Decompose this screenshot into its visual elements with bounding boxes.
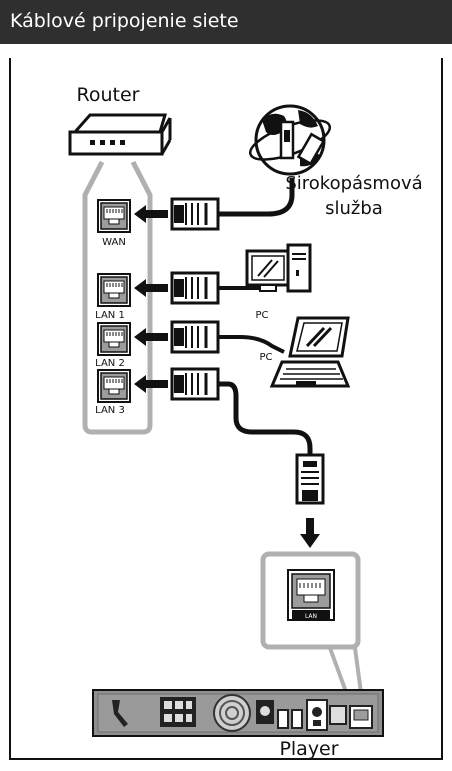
lan-port-icon (97, 273, 131, 307)
player-rear-panel-icon (92, 689, 384, 737)
arrow-icon (134, 375, 168, 393)
arrow-icon (300, 518, 320, 548)
wan-cable (218, 178, 295, 217)
ethernet-plug-icon (170, 197, 220, 231)
diagram-frame (9, 58, 443, 760)
arrow-icon (134, 328, 168, 346)
lan3-label: LAN 3 (95, 405, 125, 416)
wan-port: WAN (97, 199, 131, 248)
broadband-label-line2: služba (325, 198, 383, 219)
player-lan-label: LAN (305, 613, 317, 620)
lan2-label: LAN 2 (95, 358, 125, 369)
broadband-label-line1: Širokopásmová (285, 172, 422, 194)
title-bar: Káblové pripojenie siete (0, 0, 452, 44)
ethernet-plug-icon (170, 271, 220, 305)
pc2-label: PC (259, 352, 272, 363)
wan-label: WAN (102, 237, 126, 248)
lan1-label: LAN 1 (95, 310, 125, 321)
lan3-port: LAN 3 (95, 369, 131, 416)
player-lan-port: LAN (287, 569, 335, 621)
lan1-port: LAN 1 (95, 273, 131, 321)
router-label: Router (77, 84, 140, 106)
player-label: Player (279, 738, 338, 760)
lan3-cable (218, 381, 313, 455)
lan-port-icon (97, 322, 131, 356)
laptop-icon (269, 316, 351, 388)
ethernet-plug-icon (170, 320, 220, 354)
lan-port-icon (97, 199, 131, 233)
desktop-pc-icon (245, 243, 312, 293)
globe-icon (248, 104, 332, 176)
router-icon (68, 113, 172, 156)
pc1-label: PC (255, 310, 268, 321)
arrow-icon (134, 279, 168, 297)
lan-port-icon (97, 369, 131, 403)
lan2-port: LAN 2 (95, 322, 131, 369)
page-title: Káblové pripojenie siete (10, 10, 239, 32)
router-ports-group (82, 160, 153, 435)
arrow-icon (134, 205, 168, 223)
lan2-cable (218, 335, 285, 354)
ethernet-plug-icon (295, 453, 325, 505)
ethernet-plug-icon (170, 367, 220, 401)
